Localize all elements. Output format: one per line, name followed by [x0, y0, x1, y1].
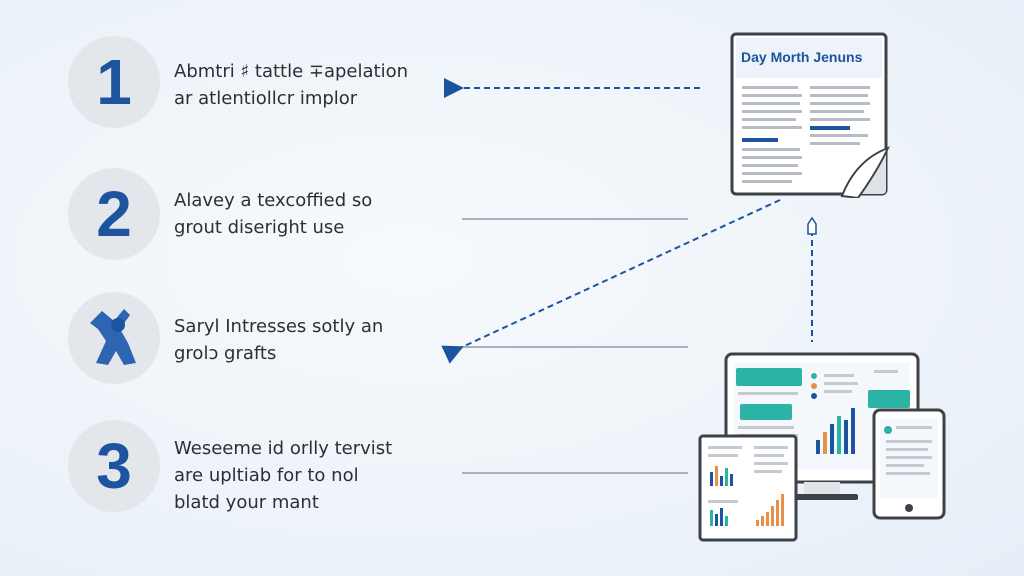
step-figure-line-1: Saryl Intresses sotly an	[174, 316, 384, 337]
step-1-number: 1	[96, 46, 132, 118]
step-figure-text: Saryl Intresses sotly an grolↄ grafts	[174, 313, 383, 367]
connector-line-4	[462, 472, 688, 474]
step-2-circle: 2	[68, 168, 160, 260]
newsletter-document: Day Morth Jenuns	[730, 32, 890, 198]
step-3-line-2: are upltiab for to nol	[174, 465, 359, 486]
vertical-link-cap	[807, 216, 817, 235]
step-1-circle: 1	[68, 36, 160, 128]
step-figure-circle	[68, 292, 160, 384]
step-figure-line-2: grolↄ grafts	[174, 343, 277, 364]
step-2-line-2: grout diseright use	[174, 217, 345, 238]
step-3-text: Weseeme id orlly tervist are upltiab for…	[174, 435, 392, 516]
step-2-text: Alavey a texcoffied so grout diseright u…	[174, 187, 372, 241]
blue-figure-icon	[90, 309, 136, 365]
step-1-line-1: Abmtri ♯ tattle ∓apelation	[174, 61, 409, 82]
phone-device	[872, 408, 946, 520]
connector-line-3	[462, 346, 688, 348]
devices-illustration	[698, 352, 946, 542]
connector-line-2	[462, 218, 688, 220]
step-3-line-3: blatd your mant	[174, 492, 319, 513]
step-3-circle: 3	[68, 420, 160, 512]
step-3-line-1: Weseeme id orlly tervist	[174, 438, 393, 459]
step-2-line-1: Alavey a texcoffied so	[174, 190, 373, 211]
tablet-report	[698, 434, 798, 542]
step-1-text: Abmtri ♯ tattle ∓apelation ar atlentioll…	[174, 58, 408, 112]
newsletter-title: Day Morth Jenuns	[741, 49, 863, 65]
step-2-number: 2	[96, 178, 132, 250]
step-3-number: 3	[96, 430, 132, 502]
step-1-line-2: ar atlentiollcr implor	[174, 88, 358, 109]
dashed-arrow-to-step-figure	[441, 199, 781, 364]
